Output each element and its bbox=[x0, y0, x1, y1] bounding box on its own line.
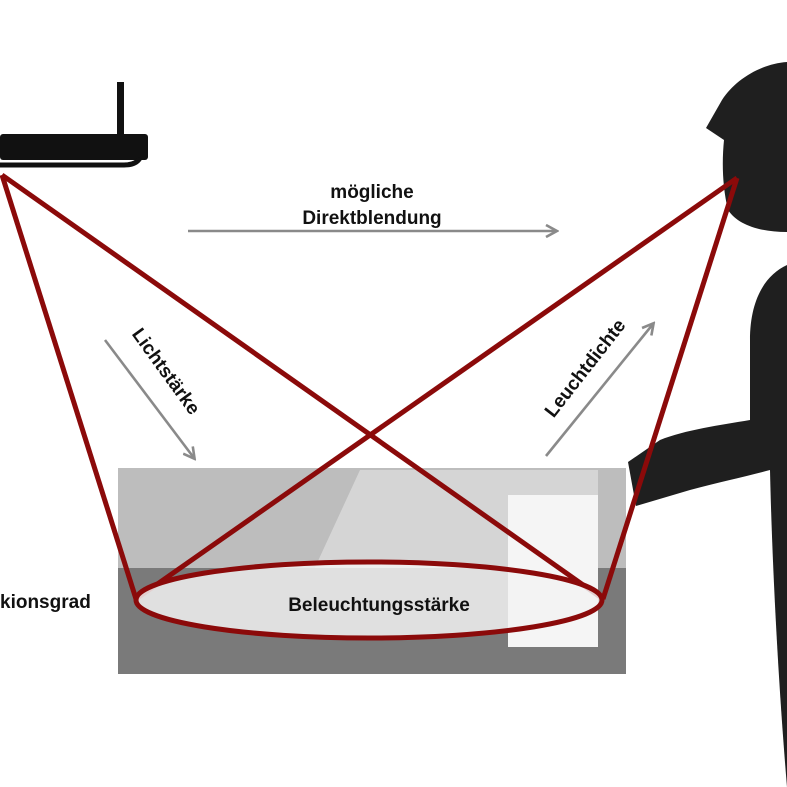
ceiling-luminaire-icon bbox=[0, 82, 148, 168]
light-beams bbox=[0, 172, 740, 641]
beam-lamp-left bbox=[0, 174, 139, 600]
label-direct-glare-line2: Direktblendung bbox=[302, 208, 441, 229]
label-luminous-intensity: Lichtstärke bbox=[127, 325, 204, 419]
label-reflectance: kionsgrad bbox=[0, 592, 91, 613]
luminaire-suspension bbox=[117, 82, 124, 137]
label-illuminance: Beleuchtungsstärke bbox=[288, 595, 470, 616]
label-direct-glare-line1: mögliche bbox=[330, 182, 413, 203]
beam-lamp-right bbox=[0, 172, 605, 602]
person-silhouette-icon bbox=[628, 62, 787, 787]
luminaire-diffuser bbox=[0, 156, 143, 168]
beam-eye-left bbox=[134, 175, 739, 602]
illuminance-area bbox=[133, 559, 605, 641]
arrow-luminous-intensity bbox=[103, 339, 194, 458]
arrow-luminance bbox=[544, 324, 653, 457]
arrows bbox=[103, 231, 653, 458]
beam-eye-right bbox=[600, 177, 740, 600]
luminaire-housing bbox=[0, 134, 148, 160]
